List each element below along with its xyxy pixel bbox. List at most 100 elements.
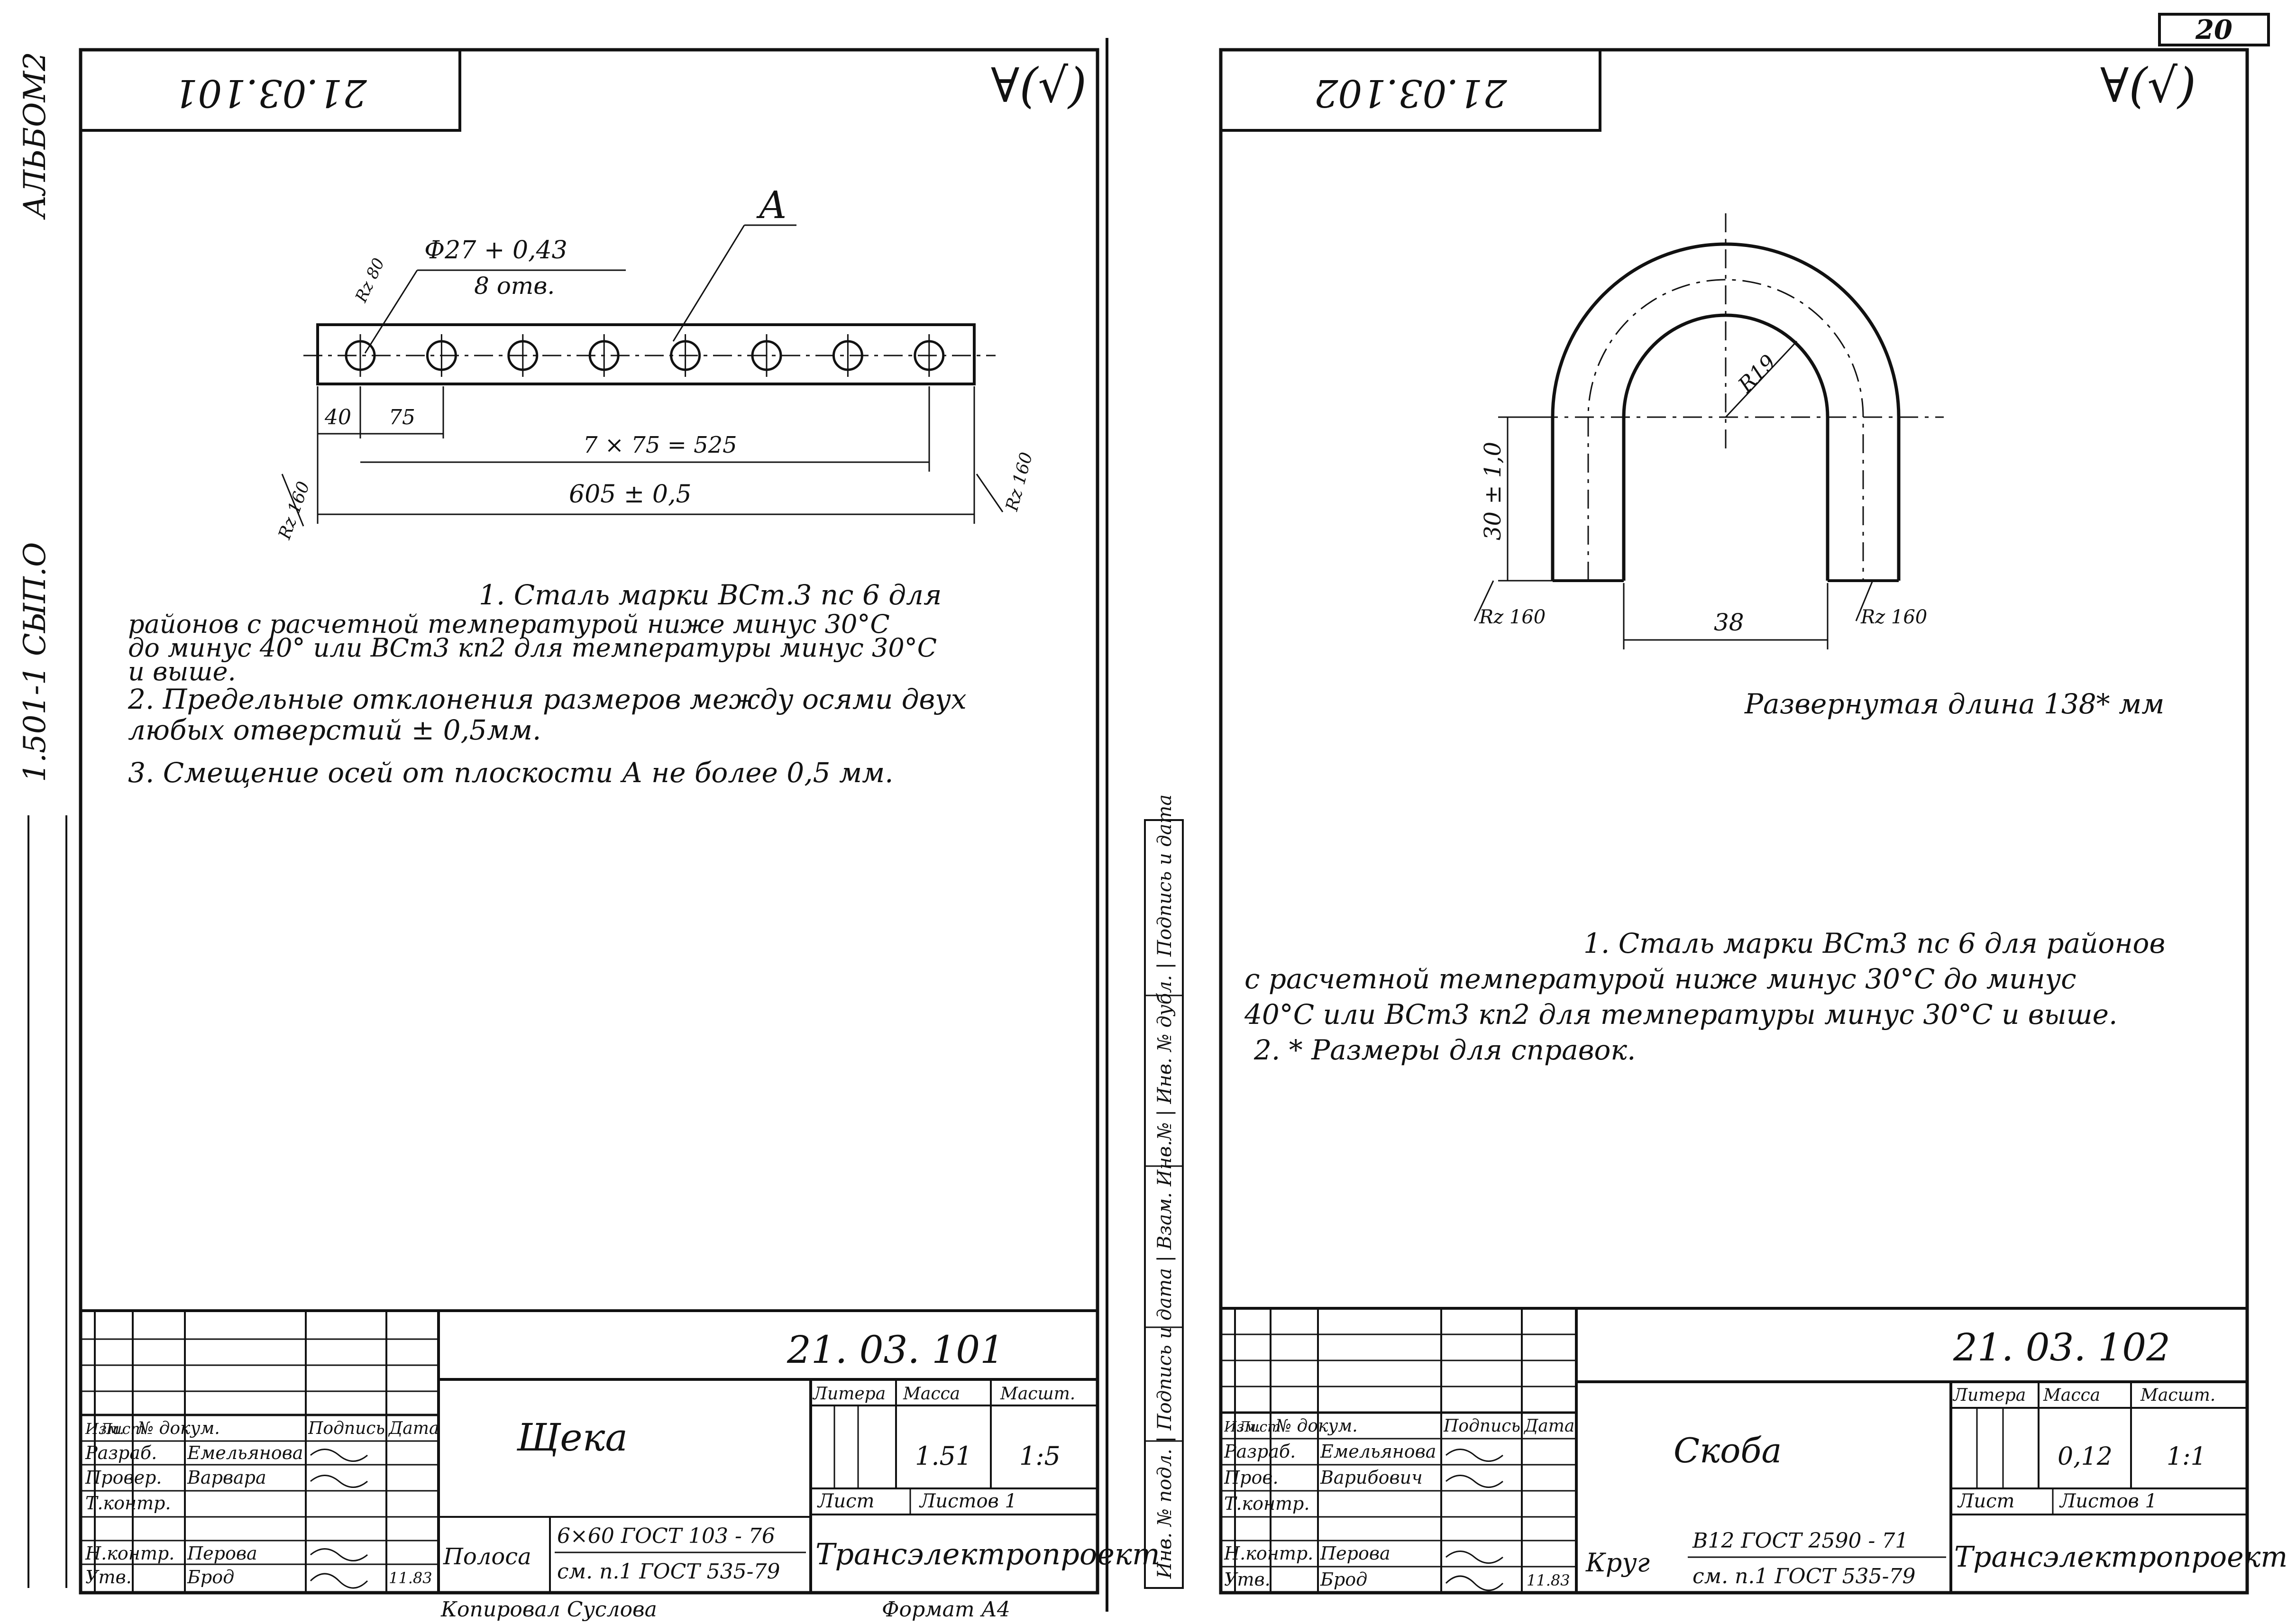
left-note-2: районов с расчетной температурой ниже ми…	[128, 609, 890, 639]
left-note-4: и выше.	[128, 657, 236, 686]
developed-length: Развернутая длина 138* мм	[1744, 688, 2164, 720]
left-role-2: Провер.	[85, 1467, 162, 1488]
left-code-rotated: 21.03.101	[174, 71, 367, 115]
right-note-2: с расчетной температурой ниже минус 30°С…	[1244, 963, 2076, 995]
right-col-izm: Изм.	[1224, 1419, 1261, 1435]
right-role-3: Т.контр.	[1224, 1493, 1309, 1514]
right-role-5: Н.контр.	[1224, 1543, 1313, 1564]
left-note-5: 2. Предельные отклонения размеров между …	[128, 683, 967, 715]
right-signature-1	[1445, 1449, 1503, 1462]
left-title-block: Изм. Лист № докум. Подпись Дата Разраб. …	[81, 1309, 1160, 1622]
left-note-6: любых отверстий ± 0,5мм.	[128, 714, 541, 746]
left-sheet: 21.03.101 ∀(√) Ф27 + 0,43 8 отв. Rz 80 А…	[79, 38, 1160, 1622]
left-note-7: 3. Смещение осей от плоскости А не более…	[128, 757, 894, 789]
right-scale-label: Масшт.	[2140, 1386, 2215, 1405]
right-code-rotated: 21.03.102	[1314, 71, 1507, 115]
right-date: 11.83	[1527, 1571, 1570, 1589]
rz-left-right: Rz 160	[1479, 606, 1546, 628]
middle-stamp-labels: Инв. № подл. | Подпись и дата | Взам. Ин…	[1154, 794, 1176, 1579]
side-stamp: 1.501-1 СЫП.О АЛЬБОМ2	[18, 52, 67, 1588]
dim-chain: 7 × 75 = 525	[583, 432, 737, 458]
right-signature-3	[1445, 1551, 1503, 1564]
left-note-3: до минус 40° или ВСт3 кп2 для температур…	[128, 633, 937, 663]
right-part-name: Скоба	[1674, 1431, 1782, 1470]
left-doc-number: 21. 03. 101	[787, 1328, 1004, 1372]
right-name-6: Брод	[1320, 1569, 1367, 1590]
radius-label: R19	[1733, 350, 1781, 398]
rz-right: Rz 160	[1002, 450, 1037, 514]
left-mass: 1.51	[915, 1441, 972, 1471]
left-scale-label: Масшт.	[1000, 1384, 1075, 1404]
right-name-5: Перова	[1320, 1543, 1390, 1564]
left-material-2: см. п.1 ГОСТ 535-79	[557, 1560, 780, 1584]
side-series: 1.501-1 СЫП.О	[18, 542, 53, 782]
strip-body	[316, 323, 976, 385]
left-scale: 1:5	[1019, 1441, 1061, 1471]
right-doc-number: 21. 03. 102	[1953, 1325, 2170, 1369]
rz-left: Rz 160	[275, 479, 314, 542]
left-roughness-symbol: ∀(√)	[991, 58, 1087, 113]
right-frame	[1219, 48, 2249, 1595]
right-scale: 1:1	[2167, 1442, 2206, 1471]
left-material-1: 6×60 ГОСТ 103 - 76	[557, 1524, 775, 1548]
left-part-name: Щека	[516, 1415, 628, 1460]
right-roughness-symbol: ∀(√)	[2100, 58, 2196, 113]
right-sheet: 21.03.102 ∀(√) R19 30 ± 1,0 38 Rz 160	[1219, 48, 2287, 1595]
right-material-1: В12 ГОСТ 2590 - 71	[1692, 1529, 1908, 1553]
right-note-4: 2. * Размеры для справок.	[1253, 1034, 1636, 1066]
right-col-date: Дата	[1523, 1416, 1574, 1436]
right-mass-label: Масса	[2043, 1386, 2100, 1405]
right-notes: 1. Сталь марки ВСт3 пс 6 для районов с р…	[1244, 927, 2165, 1066]
right-role-1: Разраб.	[1224, 1441, 1296, 1462]
left-note-1: 1. Сталь марки ВСт.3 пс 6 для	[479, 579, 942, 611]
left-format: Формат А4	[882, 1597, 1010, 1622]
page-number-box	[2158, 13, 2270, 46]
rz-right-right: Rz 160	[1860, 606, 1927, 628]
right-col-doc: № докум.	[1274, 1416, 1358, 1436]
width-dim: 38	[1714, 609, 1744, 636]
left-signature-2	[310, 1475, 368, 1488]
left-name-1: Емельянова	[187, 1442, 303, 1463]
left-role-3: Т.контр.	[85, 1493, 171, 1514]
page-number: 20	[2195, 14, 2232, 46]
left-signature-4	[310, 1573, 368, 1589]
right-sheet-label: Лист	[1957, 1490, 2014, 1512]
plane-a-label: А	[756, 183, 787, 227]
bracket-drawing: R19 30 ± 1,0 38 Rz 160 Rz 160 Развернута…	[1473, 213, 2164, 720]
left-material-prefix: Полоса	[443, 1543, 531, 1570]
left-frame	[79, 48, 1099, 1595]
left-role-5: Н.контр.	[85, 1543, 174, 1564]
right-material-prefix: Круг	[1585, 1548, 1650, 1578]
left-signature-3	[310, 1548, 368, 1561]
right-signature-4	[1445, 1575, 1504, 1591]
left-mass-label: Масса	[903, 1384, 960, 1404]
left-role-1: Разраб.	[85, 1442, 157, 1463]
left-litera-label: Литера	[812, 1384, 886, 1404]
dim-total: 605 ± 0,5	[569, 480, 692, 509]
strip-holes	[345, 334, 945, 377]
hole-dimension: Ф27 + 0,43	[424, 236, 567, 265]
hole-count: 8 отв.	[474, 272, 555, 300]
right-role-6: Утв.	[1224, 1569, 1271, 1590]
left-col-izm: Изм.	[85, 1420, 124, 1438]
left-col-sign: Подпись	[308, 1419, 385, 1438]
right-mass: 0,12	[2058, 1442, 2113, 1471]
left-name-2: Варвара	[187, 1467, 266, 1488]
right-col-sign: Подпись	[1443, 1416, 1520, 1436]
right-signature-2	[1445, 1475, 1503, 1488]
height-dim: 30 ± 1,0	[1480, 442, 1506, 540]
left-sheet-label: Лист	[817, 1490, 874, 1512]
left-col-date: Дата	[388, 1419, 439, 1438]
strip-drawing: Ф27 + 0,43 8 отв. Rz 80 А 40 75 7 × 75 =…	[275, 183, 1037, 542]
left-name-5: Перова	[187, 1543, 257, 1564]
hole-roughness: Rz 80	[351, 255, 388, 305]
right-note-1: 1. Сталь марки ВСт3 пс 6 для районов	[1583, 927, 2165, 959]
left-name-6: Брод	[187, 1567, 234, 1588]
left-col-doc: № докум.	[137, 1419, 220, 1438]
right-role-2: Пров.	[1224, 1467, 1279, 1488]
left-date: 11.83	[389, 1569, 432, 1587]
left-code-box	[79, 48, 461, 132]
right-title-block: Изм. Лист № докум. Подпись Дата Разраб. …	[1221, 1307, 2287, 1593]
middle-stamp: Инв. № подл. | Подпись и дата | Взам. Ин…	[1144, 794, 1184, 1589]
